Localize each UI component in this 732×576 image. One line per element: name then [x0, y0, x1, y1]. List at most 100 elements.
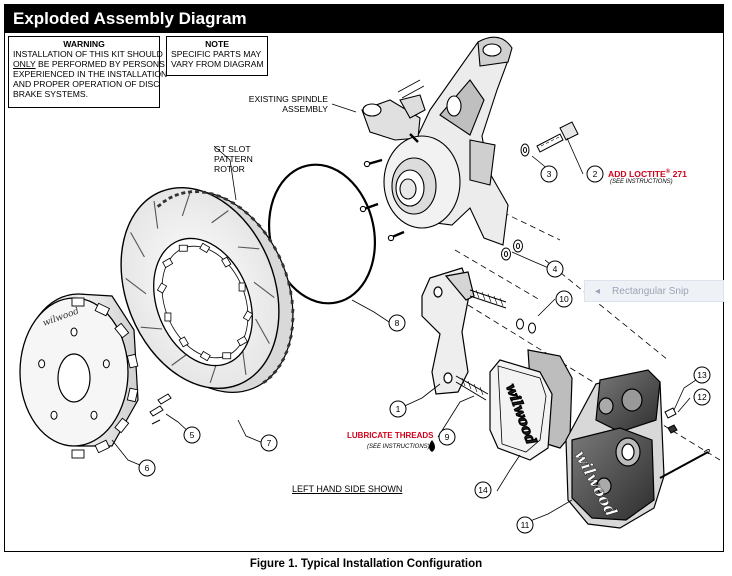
warning-emphasis: ONLY — [13, 59, 36, 69]
loctite-label: ADD LOCTITE® 271 — [608, 167, 687, 179]
callout-number: 10 — [559, 294, 569, 304]
bracket-bolt — [520, 121, 579, 157]
rotor-vent — [286, 342, 292, 348]
warning-line-1: INSTALLATION OF THIS KIT SHOULD — [13, 49, 163, 59]
callout-10: 10 — [555, 290, 573, 308]
rotor-vent — [209, 192, 214, 196]
snip-arrow-icon: ◂ — [595, 286, 601, 297]
hat-tabs — [71, 297, 139, 459]
rotor-vent — [290, 326, 295, 331]
rotor-slot — [237, 246, 260, 250]
warning-line-3: EXPERIENCED IN THE INSTALLATION — [13, 69, 168, 79]
rotor-vent — [291, 317, 295, 323]
rotor-vent — [230, 200, 236, 205]
side-label: LEFT HAND SIDE SHOWN — [292, 484, 403, 494]
rotor-vent — [272, 369, 278, 375]
callout-number: 12 — [697, 392, 707, 402]
callout-number: 4 — [553, 264, 558, 274]
hat-tab — [71, 297, 85, 307]
caliper: wilwood — [565, 369, 665, 529]
rotor-vent — [272, 245, 278, 251]
rotor-vent — [267, 237, 273, 243]
hat-bolts — [149, 393, 172, 425]
callout-2: 2 — [586, 165, 604, 183]
warning-box: WARNING INSTALLATION OF THIS KIT SHOULD … — [8, 36, 168, 108]
bracket-washers — [516, 318, 536, 334]
title-bar: Exploded Assembly Diagram — [5, 5, 723, 33]
rotor-tab — [238, 282, 246, 292]
rotor-tab — [164, 312, 172, 322]
lube-drop-icon — [429, 440, 435, 452]
hat-bolt-hole — [70, 327, 78, 337]
spindle-label-line-2: ASSEMBLY — [282, 104, 328, 114]
rotor-label-line-3: ROTOR — [214, 164, 245, 174]
rotor-label-line-1: GT SLOT — [214, 144, 251, 154]
hat-bolt-hole — [50, 410, 58, 420]
warning-heading: WARNING — [63, 39, 105, 49]
callout-3: 3 — [540, 165, 558, 183]
rotor-vent — [284, 272, 289, 277]
rotor — [120, 186, 295, 393]
hat-tab — [114, 417, 130, 434]
callout-4: 4 — [546, 260, 564, 278]
hat-tab — [71, 449, 85, 459]
spindle-label-line-1: EXISTING SPINDLE — [248, 94, 328, 104]
rotor-vent — [288, 334, 293, 340]
rotor-vent — [162, 198, 168, 204]
hat-bolt-hole — [102, 359, 110, 369]
loctite-number: 271 — [670, 168, 687, 179]
callout-number: 3 — [547, 169, 552, 179]
rotor-vent — [267, 374, 273, 380]
rotor-vent — [181, 191, 186, 195]
rotor-vent — [237, 205, 243, 210]
rotor-vent — [168, 195, 173, 200]
rotor-tab — [178, 336, 189, 348]
hat-tab — [94, 302, 111, 317]
callout-number: 5 — [190, 430, 195, 440]
rotor-vent — [216, 194, 221, 198]
snip-text: Rectangular Snip — [612, 286, 689, 297]
spindle-assembly — [359, 36, 513, 246]
rotor-vents — [156, 190, 295, 384]
callout-number: 13 — [697, 370, 707, 380]
rotor-slot — [255, 318, 270, 344]
rotor-vent — [277, 254, 282, 260]
hat-bolt-hole — [90, 410, 98, 420]
caliper-bracket — [421, 267, 507, 401]
snip-overlay[interactable]: ◂ Rectangular Snip — [584, 280, 724, 302]
rotor-vent — [291, 308, 295, 314]
rotor-vent — [287, 281, 291, 286]
rotor-vent — [194, 190, 200, 194]
note-heading: NOTE — [205, 39, 229, 49]
rotor-slot — [140, 326, 163, 330]
note-line-1: SPECIFIC PARTS MAY — [171, 49, 262, 59]
callout-number: 8 — [395, 318, 400, 328]
rotor-vent — [280, 357, 286, 363]
loctite-note: (SEE INSTRUCTIONS) — [610, 179, 673, 185]
rotor-vent — [290, 299, 294, 304]
rotor-slot — [253, 281, 275, 298]
rotor-vent — [223, 197, 229, 202]
callout-number: 14 — [478, 485, 488, 495]
rotor-tab — [242, 310, 254, 322]
callout-number: 7 — [267, 438, 272, 448]
rotor-vent — [202, 190, 207, 194]
rotor-slot — [171, 352, 189, 366]
warning-line-5: BRAKE SYSTEMS. — [13, 89, 88, 99]
callout-number: 1 — [396, 404, 401, 414]
hat-bolt-holes — [38, 327, 110, 420]
shims — [501, 239, 523, 261]
rotor-slot — [181, 192, 191, 217]
hat-tab — [94, 439, 111, 454]
rotor-vent — [244, 210, 249, 216]
rotor-slot — [211, 210, 229, 224]
note-line-2: VARY FROM DIAGRAM — [171, 59, 264, 69]
callout-number: 6 — [145, 463, 150, 473]
callout-7: 7 — [260, 434, 278, 452]
rotor-vent — [284, 350, 289, 356]
callout-9: 9 — [438, 428, 456, 446]
brake-pads: wilwood — [489, 349, 573, 461]
